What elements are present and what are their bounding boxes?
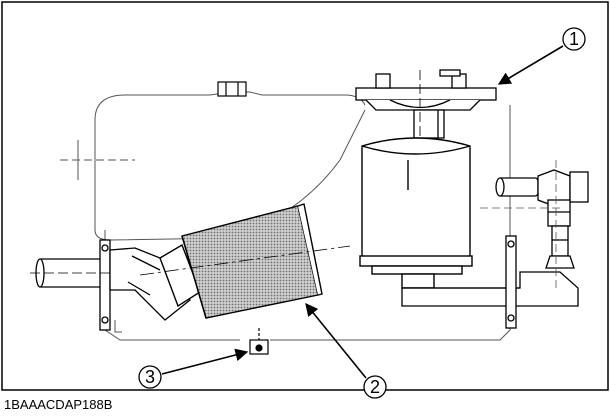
callout-2-label: 2 [370, 377, 380, 397]
callout-1-label: 1 [569, 29, 579, 49]
callout-2: 2 [363, 375, 387, 399]
figure-code: 1BAAACDAP188B [4, 397, 112, 412]
oil-strainer [139, 203, 351, 319]
callout-3: 3 [138, 365, 162, 389]
inlet-pipe [30, 239, 112, 331]
figure-border [1, 1, 609, 391]
elbow-tube [109, 247, 191, 321]
outlet-pipe [401, 235, 579, 329]
top-boss [217, 81, 247, 97]
top-cover [355, 69, 497, 290]
pressure-fitting [495, 169, 589, 269]
filter-cartridge [359, 137, 473, 289]
drain-boss [249, 328, 269, 355]
callout-1: 1 [562, 27, 586, 51]
callout-3-label: 3 [145, 367, 155, 387]
center-lines [480, 160, 560, 290]
leader-lines [161, 45, 564, 379]
